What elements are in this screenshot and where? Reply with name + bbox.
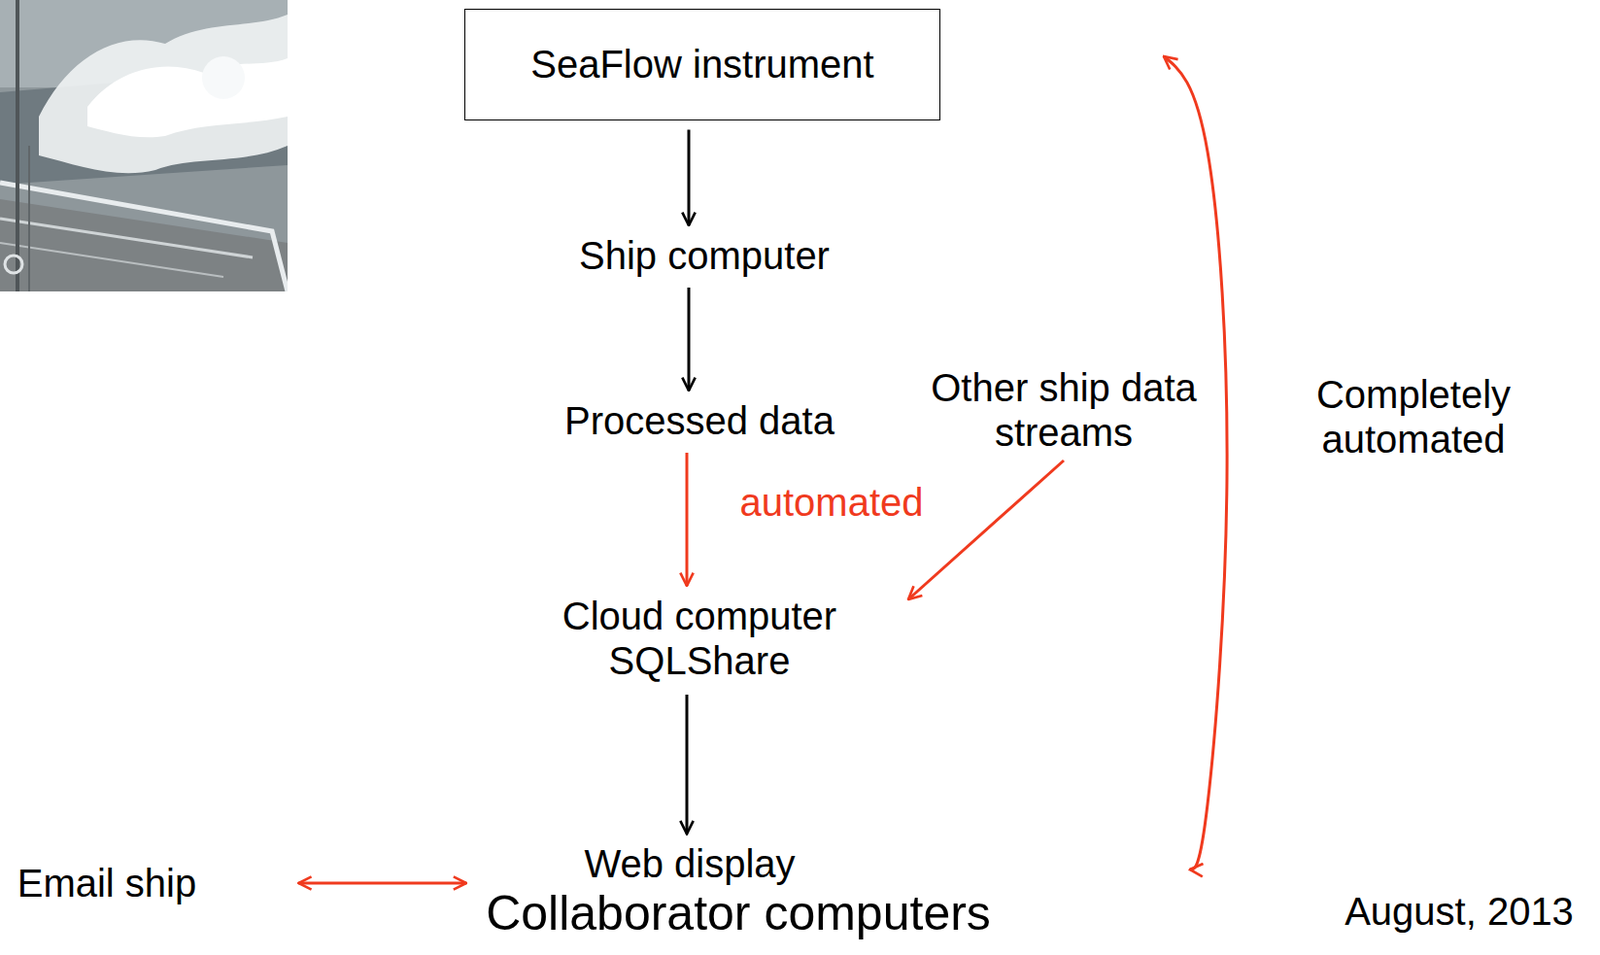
date-note: August, 2013	[1344, 888, 1574, 934]
node-text: Web display	[485, 841, 991, 886]
flow-arrow	[298, 882, 467, 886]
action-label: Email ship	[17, 860, 198, 906]
flow-arrow	[687, 130, 691, 227]
process-label: Processed data	[564, 398, 835, 443]
node-text: Email ship	[17, 860, 198, 906]
edge-label: Completely automated	[1287, 372, 1540, 462]
instrument-box: SeaFlow instrument	[464, 8, 941, 121]
node-text: Collaborator computers	[485, 885, 991, 943]
edge-label: automated	[739, 479, 923, 525]
flow-arrow	[687, 287, 691, 391]
process-label: Ship computer	[578, 233, 830, 278]
node-text: Ship computer	[578, 233, 830, 278]
flow-arrow	[685, 452, 689, 586]
display-label: Web displayCollaborator computers	[485, 841, 991, 943]
ship-photo	[0, 0, 288, 292]
node-text: SeaFlow instrument	[530, 41, 874, 87]
node-text: Other ship data streams	[927, 365, 1200, 455]
flow-arrow	[908, 460, 1064, 600]
flow-arrow	[1163, 56, 1227, 870]
node-text: Processed data	[564, 398, 835, 443]
source-label: Other ship data streams	[927, 365, 1200, 455]
flow-arrow	[685, 694, 689, 834]
process-label: Cloud computer SQLShare	[544, 593, 855, 683]
node-text: Cloud computer SQLShare	[544, 593, 855, 683]
